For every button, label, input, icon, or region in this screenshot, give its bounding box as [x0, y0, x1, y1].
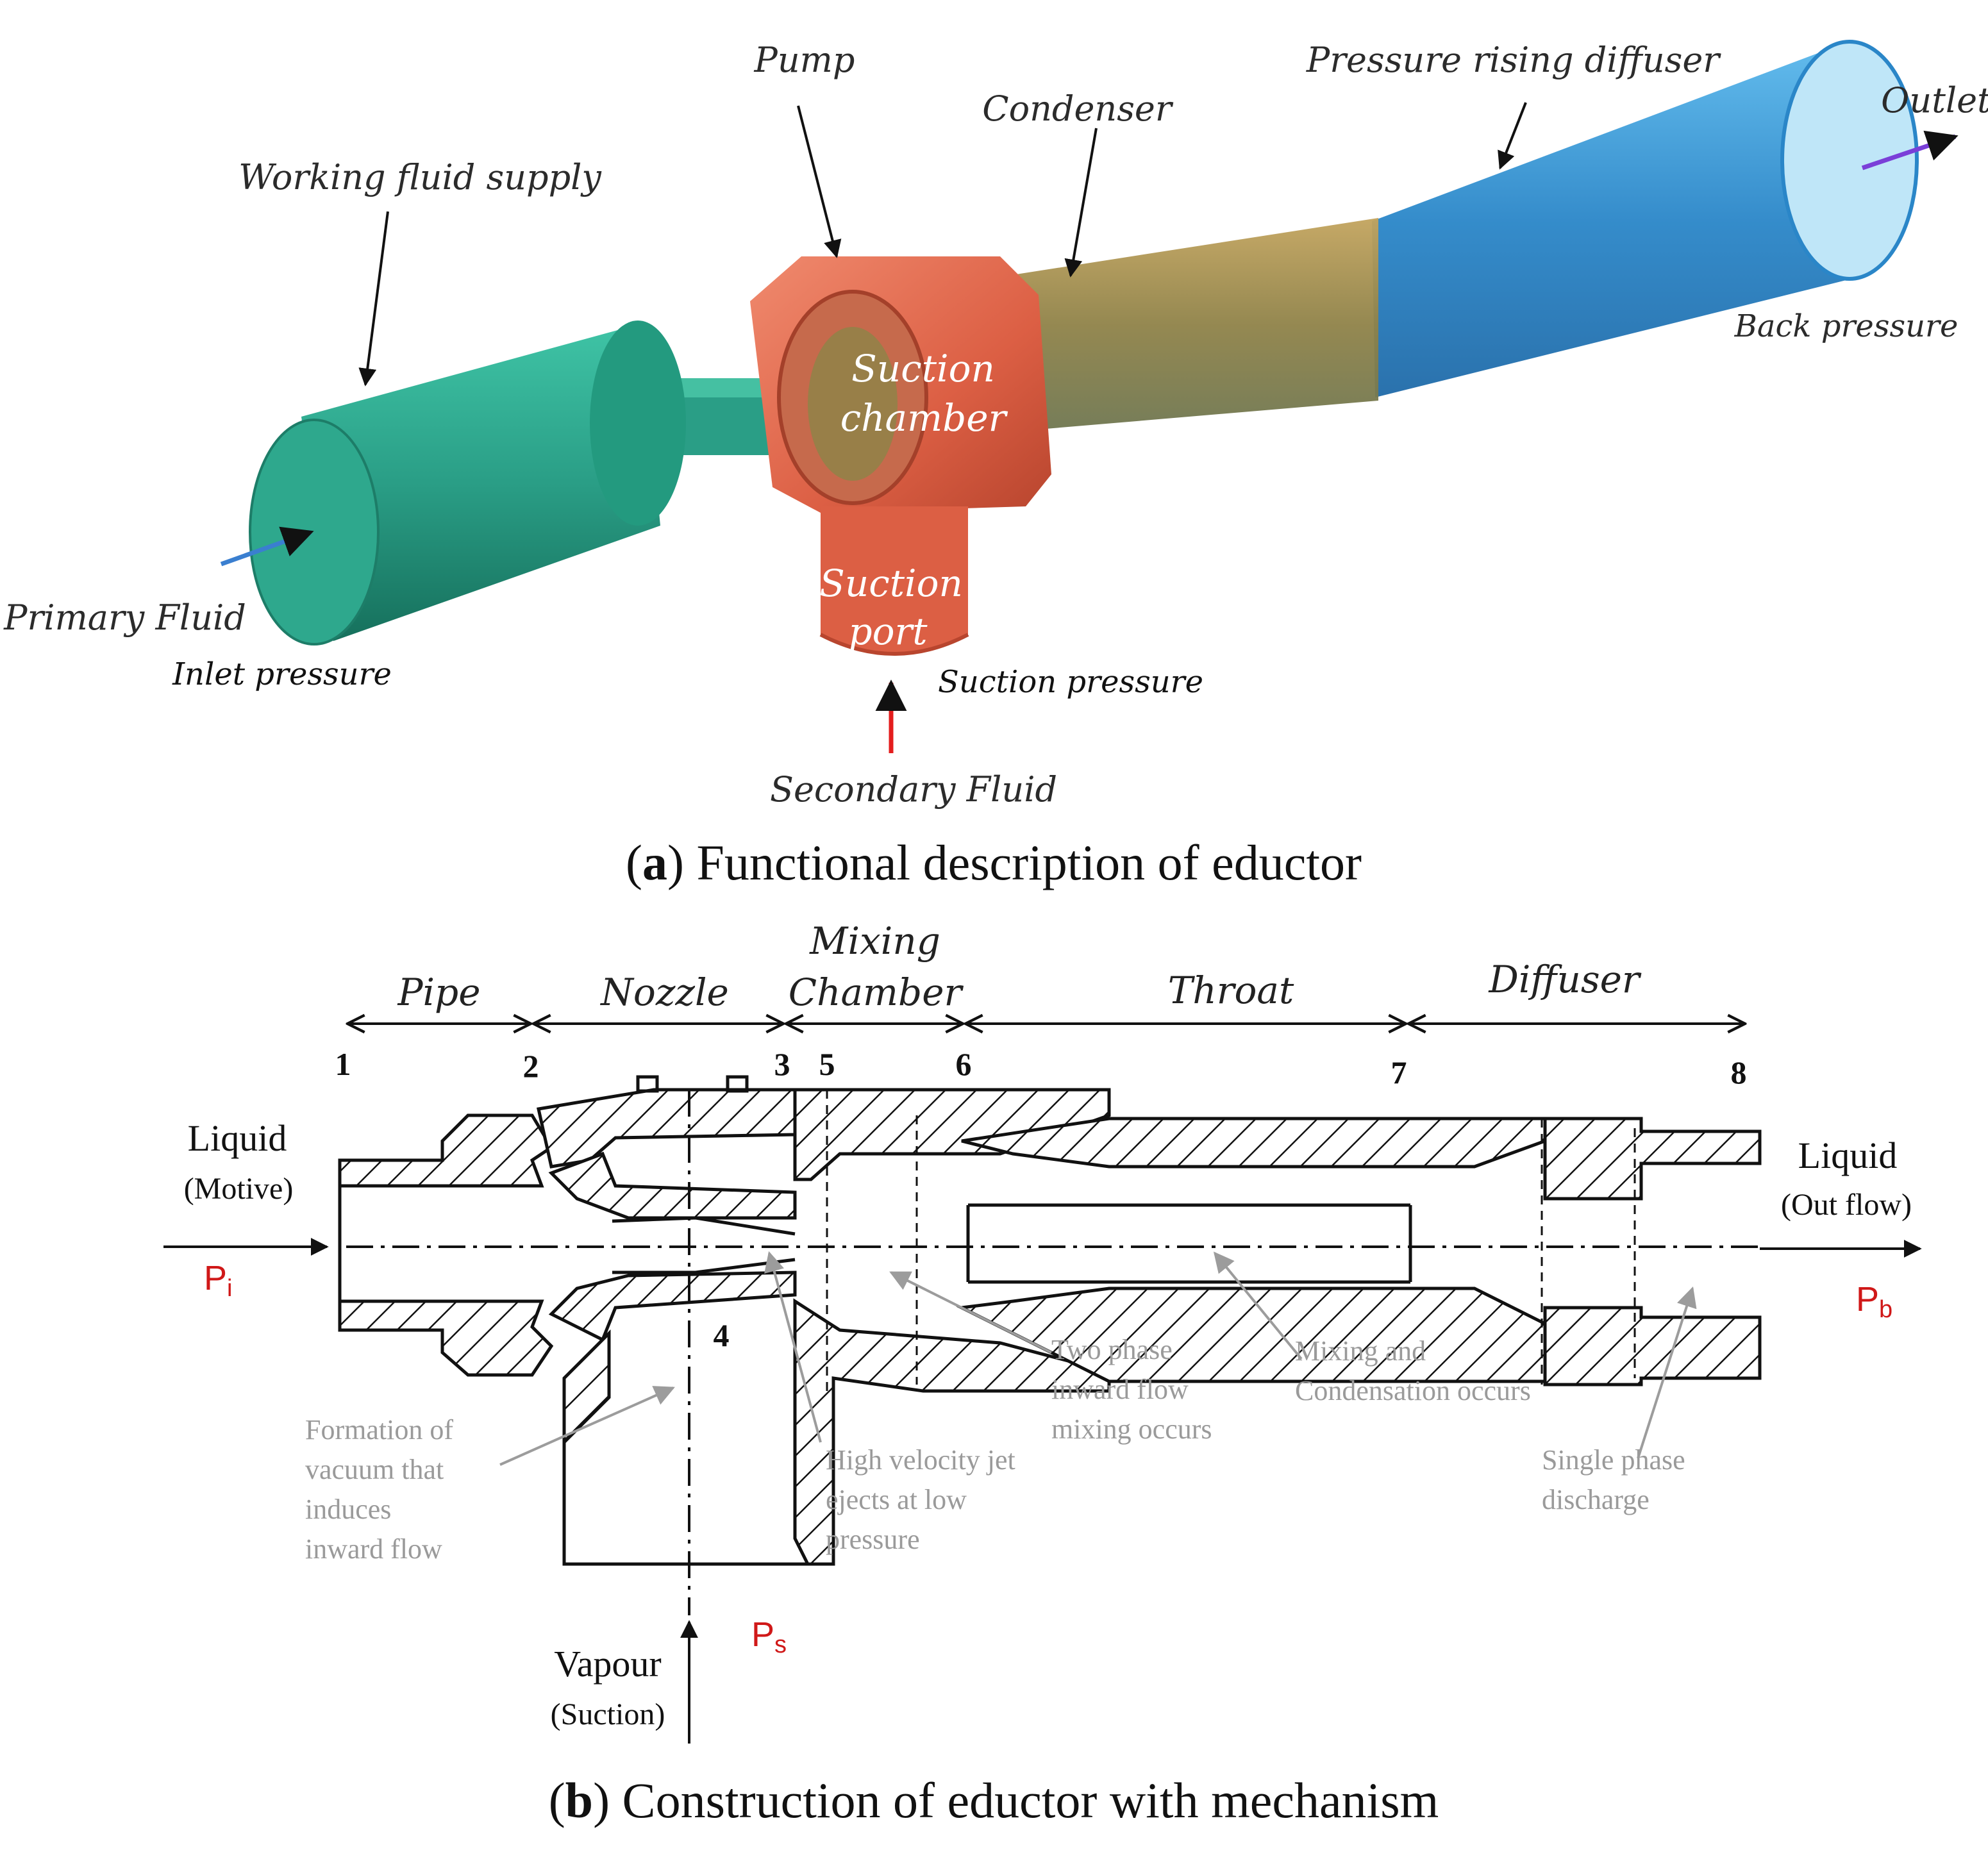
- caption-b: (b) Construction of eductor with mechani…: [549, 1772, 1439, 1828]
- section-label-mixing: Mixing: [809, 919, 940, 963]
- eductor-walls: [338, 1088, 1762, 1566]
- panel-a-3d-eductor: Pump Condenser Pressure rising diffuser …: [3, 40, 1988, 890]
- outlet-label-line1: Liquid: [1798, 1135, 1898, 1176]
- suction-port-label-line1: Suction: [819, 562, 963, 605]
- diffuser-body: [1372, 45, 1859, 397]
- inlet-pressure-label: Inlet pressure: [172, 656, 392, 692]
- inlet-pressure-symbol: Pi: [204, 1259, 232, 1302]
- vacuum-note: Formation of vacuum that induces inward …: [305, 1414, 460, 1565]
- working-fluid-leader: [358, 211, 389, 387]
- outlet-label: Outlet: [1881, 80, 1988, 121]
- station-5: 5: [819, 1046, 835, 1082]
- vacuum-leader: [499, 1386, 675, 1466]
- condensation-leader: [1213, 1251, 1303, 1360]
- supply-inlet-face: [249, 419, 380, 645]
- condenser-label: Condenser: [982, 88, 1174, 129]
- jet-leader: [764, 1251, 822, 1443]
- section-label-diffuser: Diffuser: [1488, 958, 1642, 1001]
- inlet-label-line1: Liquid: [188, 1117, 287, 1159]
- suction-chamber-label-line2: chamber: [840, 396, 1008, 440]
- suction-label-line2: (Suction): [551, 1697, 665, 1731]
- condensation-note: Mixing and Condensation occurs: [1295, 1335, 1531, 1406]
- two-phase-leader: [889, 1271, 1052, 1354]
- suction-port-label-line2: port: [848, 610, 928, 653]
- nozzle-tab-right: [726, 1075, 749, 1093]
- condenser-leader: [1064, 128, 1098, 278]
- two-phase-note: Two phase inward flow mixing occurs: [1051, 1334, 1212, 1445]
- pump-label: Pump: [754, 40, 855, 80]
- station-1: 1: [335, 1046, 351, 1082]
- suction-chamber-label-line1: Suction: [851, 347, 995, 390]
- caption-a-letter: a: [642, 835, 667, 890]
- outlet-label-line2: (Out flow): [1781, 1188, 1912, 1222]
- pump-leader: [797, 105, 842, 258]
- panel-b-cross-section: Pipe Nozzle Mixing Chamber Throat Diffus…: [163, 919, 1922, 1828]
- inlet-label-line2: (Motive): [184, 1172, 294, 1206]
- primary-fluid-arrow: [220, 526, 314, 567]
- suction-pressure-symbol: Ps: [751, 1615, 787, 1658]
- working-fluid-supply-label: Working fluid supply: [238, 157, 602, 197]
- primary-fluid-label: Primary Fluid: [3, 597, 246, 638]
- outlet-pressure-symbol: Pb: [1856, 1280, 1892, 1323]
- supply-end: [590, 321, 686, 526]
- discharge-leader: [1637, 1286, 1697, 1459]
- condenser-body: [987, 218, 1378, 433]
- outlet-arrow: [1861, 130, 1959, 171]
- section-label-chamber: Chamber: [789, 970, 964, 1014]
- working-fluid-supply-body: [301, 324, 660, 641]
- back-pressure-label: Back pressure: [1734, 308, 1959, 344]
- section-label-nozzle: Nozzle: [599, 970, 729, 1014]
- caption-b-text: Construction of eductor with mechanism: [622, 1772, 1439, 1828]
- section-label-pipe: Pipe: [397, 970, 480, 1014]
- caption-a-text: Functional description of eductor: [696, 835, 1362, 890]
- jet-note: High velocity jet ejects at low pressure: [826, 1444, 1023, 1555]
- station-7: 7: [1391, 1054, 1407, 1090]
- discharge-note: Single phase discharge: [1542, 1444, 1692, 1515]
- diffuser-label: Pressure rising diffuser: [1306, 40, 1721, 80]
- outlet-face: [1780, 40, 1919, 281]
- secondary-fluid-label: Secondary Fluid: [770, 769, 1057, 810]
- suction-tube: [562, 1442, 833, 1566]
- station-6: 6: [956, 1046, 972, 1082]
- station-8: 8: [1731, 1054, 1747, 1090]
- caption-b-letter: b: [565, 1772, 593, 1828]
- nozzle-tab-left: [636, 1075, 659, 1093]
- station-4: 4: [714, 1317, 730, 1353]
- suction-pressure-label: Suction pressure: [938, 664, 1203, 700]
- caption-a: (a) Functional description of eductor: [626, 835, 1362, 890]
- diffuser-leader: [1498, 102, 1527, 170]
- nozzle-orifice: [612, 1216, 796, 1274]
- section-label-throat: Throat: [1168, 969, 1294, 1012]
- station-2: 2: [523, 1048, 539, 1084]
- suction-port-body: [821, 506, 968, 654]
- suction-label-line1: Vapour: [554, 1643, 662, 1685]
- station-3: 3: [774, 1046, 790, 1082]
